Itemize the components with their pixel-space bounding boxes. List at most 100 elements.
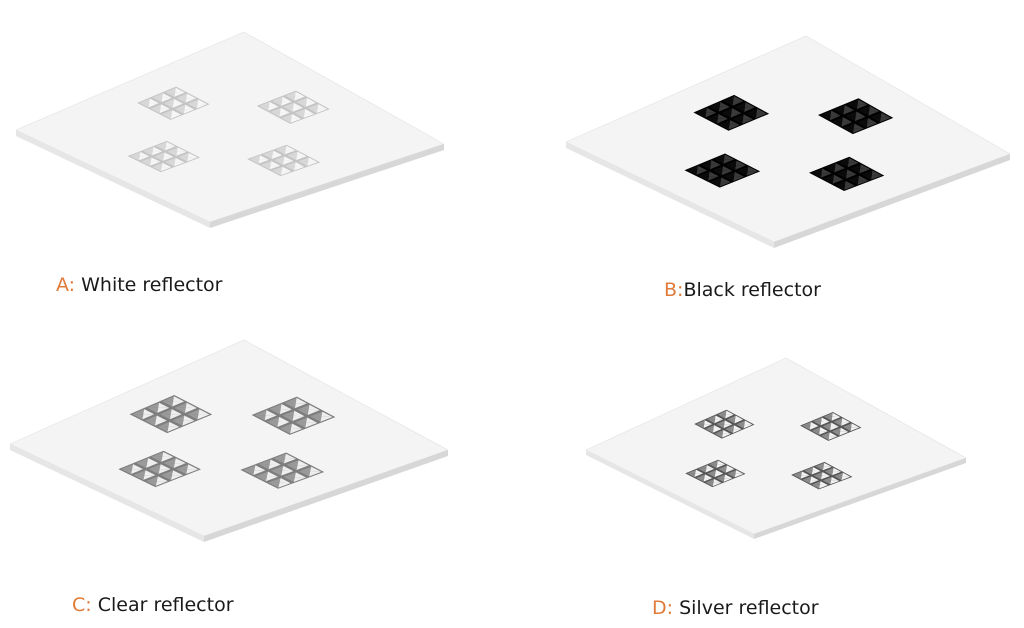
louvre-cell-facet bbox=[259, 105, 269, 111]
louvre-cell-facet bbox=[287, 155, 297, 161]
louvre-cell-facet bbox=[255, 471, 268, 477]
louvre-cell-facet bbox=[162, 93, 172, 98]
louvre-cell-facet bbox=[824, 167, 836, 173]
louvre-cell-facet bbox=[185, 98, 197, 103]
louvre-cell-facet bbox=[830, 426, 839, 431]
louvre-cell-facet bbox=[724, 420, 733, 425]
louvre-cell-facet bbox=[729, 120, 740, 126]
louvre-cell-facet bbox=[859, 110, 870, 116]
louvre-module bbox=[256, 90, 330, 124]
louvre-cell-facet bbox=[282, 160, 294, 165]
louvre-cell-facet bbox=[253, 470, 266, 475]
louvre-module bbox=[791, 461, 853, 490]
louvre-cell-facet bbox=[163, 103, 174, 108]
louvre-cell-facet bbox=[296, 101, 307, 107]
louvre-cell-facet bbox=[149, 98, 159, 104]
louvre-cell-facet bbox=[266, 471, 279, 477]
louvre-cell-facet bbox=[706, 419, 715, 424]
louvre-cell-facet bbox=[695, 112, 707, 118]
louvre-cell-facet bbox=[823, 462, 832, 467]
louvre-cell-facet bbox=[285, 162, 296, 167]
louvre-cell-facet bbox=[717, 460, 726, 465]
louvre-cell-facet bbox=[169, 414, 182, 420]
louvre-cell-facet bbox=[170, 114, 182, 119]
louvre-cell-facet bbox=[184, 104, 195, 110]
louvre-cell-facet bbox=[793, 474, 802, 479]
louvre-cell-facet bbox=[707, 118, 718, 124]
caption-white-reflector: A: White reflector bbox=[56, 276, 222, 295]
louvre-cell-facet bbox=[721, 112, 732, 118]
louvre-cell-facet bbox=[255, 476, 267, 482]
louvre-cell-facet bbox=[714, 473, 724, 478]
louvre-cell-facet bbox=[717, 113, 728, 119]
louvre-cell-facet bbox=[150, 157, 161, 162]
louvre-cell-facet bbox=[317, 104, 328, 110]
louvre-cell-facet bbox=[178, 156, 188, 162]
louvre-cell-facet bbox=[292, 107, 303, 112]
louvre-cell-facet bbox=[830, 110, 841, 116]
louvre-cell-facet bbox=[154, 156, 164, 161]
louvre-cell-facet bbox=[722, 166, 733, 171]
louvre-cell-facet bbox=[819, 484, 828, 489]
louvre-cell-facet bbox=[296, 151, 307, 157]
louvre-cell-facet bbox=[705, 468, 715, 473]
louvre-cell-facet bbox=[141, 157, 152, 162]
louvre-cell-facet bbox=[163, 152, 174, 157]
louvre-cell-facet bbox=[176, 464, 189, 470]
louvre-cell-facet bbox=[176, 97, 187, 103]
louvre-cell-facet bbox=[848, 179, 859, 185]
louvre-cell-facet bbox=[273, 156, 285, 161]
louvre-cell-facet bbox=[695, 469, 704, 474]
louvre-cell-facet bbox=[727, 473, 736, 478]
louvre-cell-facet bbox=[121, 464, 134, 470]
louvre-cell-facet bbox=[723, 159, 735, 164]
louvre-cell-facet bbox=[294, 472, 307, 478]
louvre-cell-facet bbox=[281, 101, 292, 106]
louvre-cell-facet bbox=[175, 87, 185, 93]
louvre-cell-facet bbox=[710, 177, 722, 182]
louvre-cell-facet bbox=[842, 472, 851, 477]
louvre-cell-facet bbox=[160, 475, 173, 480]
louvre-cell-facet bbox=[724, 176, 735, 182]
louvre-cell-facet bbox=[271, 154, 283, 159]
louvre-cell-facet bbox=[813, 475, 822, 480]
louvre-cell-facet bbox=[298, 157, 309, 162]
louvre-cell-facet bbox=[847, 103, 858, 110]
louvre-cell-facet bbox=[249, 159, 260, 164]
louvre-cell-facet bbox=[696, 474, 706, 478]
louvre-cell-facet bbox=[161, 97, 172, 103]
louvre-cell-facet bbox=[823, 174, 834, 180]
louvre-cell-facet bbox=[708, 176, 719, 181]
louvre-cell-facet bbox=[842, 117, 853, 123]
louvre-cell-facet bbox=[144, 415, 157, 421]
louvre-cell-facet bbox=[287, 151, 298, 156]
louvre-cell-facet bbox=[714, 154, 725, 160]
panel-edge bbox=[566, 142, 774, 248]
louvre-cell-facet bbox=[734, 419, 744, 424]
louvre-cell-facet bbox=[268, 482, 280, 488]
louvre-cell-facet bbox=[155, 481, 168, 486]
louvre-cell-facet bbox=[286, 460, 299, 466]
louvre-cell-facet bbox=[871, 175, 882, 180]
louvre-cell-facet bbox=[159, 108, 171, 114]
louvre-cell-facet bbox=[283, 476, 295, 482]
louvre-cell-facet bbox=[308, 404, 320, 411]
louvre-cell-facet bbox=[726, 465, 735, 470]
louvre-cell-facet bbox=[306, 417, 318, 423]
louvre-cell-facet bbox=[734, 102, 746, 108]
louvre-cell-facet bbox=[279, 112, 290, 117]
louvre-cell-facet bbox=[173, 98, 184, 104]
louvre-cell-facet bbox=[747, 166, 758, 172]
louvre-cell-facet bbox=[174, 92, 185, 97]
louvre-cell-facet bbox=[712, 166, 724, 171]
louvre-cell-facet bbox=[713, 425, 722, 430]
louvre-cell-facet bbox=[136, 458, 149, 464]
louvre-cell-facet bbox=[136, 463, 148, 468]
louvre-cell-facet bbox=[268, 464, 281, 470]
louvre-cell-facet bbox=[861, 174, 872, 180]
louvre-cell-facet bbox=[841, 121, 853, 127]
louvre-cell-facet bbox=[185, 402, 197, 408]
louvre-cell-facet bbox=[270, 111, 281, 117]
louvre-cell-facet bbox=[310, 466, 322, 472]
louvre-cell-facet bbox=[160, 167, 172, 172]
